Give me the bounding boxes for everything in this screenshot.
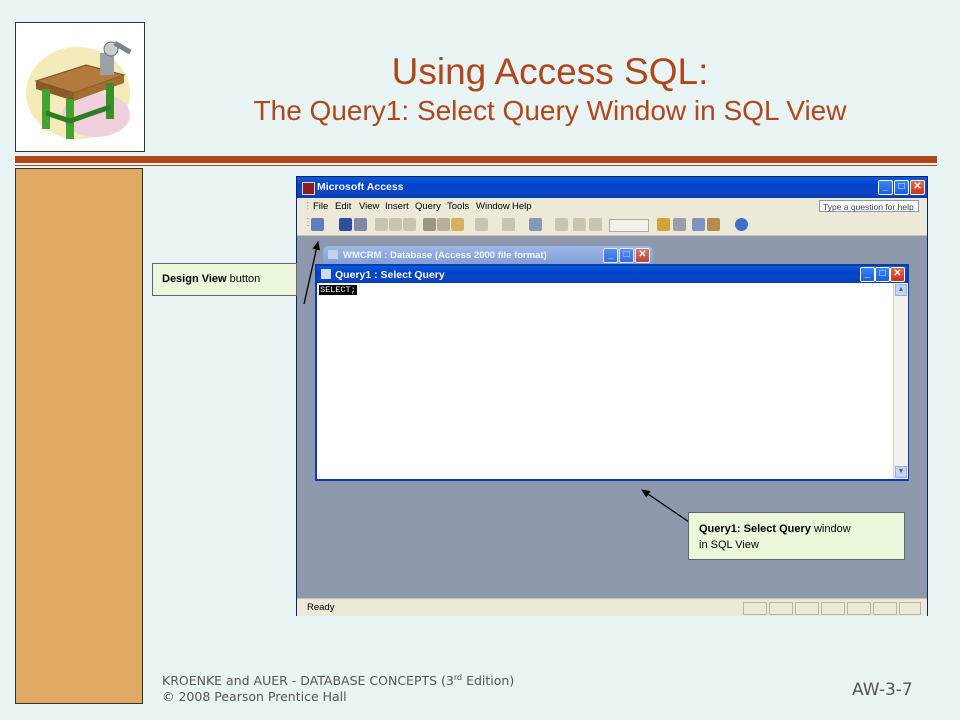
status-panel <box>899 602 921 615</box>
footer-edition: Edition) <box>462 673 515 689</box>
copy-icon[interactable] <box>437 218 450 231</box>
callout-query-line2: in SQL View <box>699 539 759 551</box>
query-title-bar[interactable]: Query1 : Select Query _ □ ✕ <box>317 266 907 283</box>
callout-query-rest: window <box>810 523 851 535</box>
page-number: AW-3-7 <box>852 680 913 700</box>
menu-help[interactable]: Help <box>512 201 532 212</box>
database-icon <box>328 250 338 259</box>
footer-copyright: © 2008 Pearson Prentice Hall <box>162 689 347 705</box>
build-icon[interactable] <box>673 218 686 231</box>
query-window-callout: Query1: Select Query window in SQL View <box>688 512 905 560</box>
footer-citation: KROENKE and AUER - DATABASE CONCEPTS (3r… <box>162 670 514 705</box>
maximize-button[interactable]: □ <box>894 180 909 195</box>
minimize-button[interactable]: _ <box>878 180 893 195</box>
properties-icon[interactable] <box>657 218 670 231</box>
scroll-up-icon[interactable]: ▲ <box>895 284 907 296</box>
sql-editor[interactable]: SELECT; <box>317 283 892 479</box>
query-type-icon[interactable] <box>529 218 542 231</box>
status-bar: Ready <box>297 598 927 616</box>
query-window: Query1 : Select Query _ □ ✕ SELECT; ▲ ▼ <box>315 264 909 481</box>
title-main: Using Access SQL: <box>391 51 709 92</box>
footer-authors: KROENKE and AUER - DATABASE CONCEPTS (3 <box>162 673 454 689</box>
callout-design-rest: button <box>226 273 261 285</box>
grip-icon: ⋮ <box>303 201 313 212</box>
top-values-select[interactable] <box>609 219 649 232</box>
status-text: Ready <box>307 602 335 613</box>
database-window-titlebar[interactable]: WMCRM : Database (Access 2000 file forma… <box>323 246 653 264</box>
query-maximize-button[interactable]: □ <box>875 267 890 282</box>
status-panel <box>769 602 793 615</box>
query-window-title: Query1 : Select Query <box>335 269 445 281</box>
menu-query[interactable]: Query <box>415 201 441 212</box>
callout-query-bold: Query1: Select Query <box>699 523 811 535</box>
new-object-icon[interactable] <box>707 218 720 231</box>
db-minimize-button[interactable]: _ <box>603 248 618 263</box>
footer-edition-sup: rd <box>453 673 463 682</box>
sql-text: SELECT; <box>319 285 357 295</box>
scroll-down-icon[interactable]: ▼ <box>895 466 907 478</box>
menu-file[interactable]: File <box>313 201 329 212</box>
toolbar: ⋮ <box>297 215 927 236</box>
db-maximize-button[interactable]: □ <box>619 248 634 263</box>
callout-design-bold: Design View <box>162 273 227 285</box>
close-button[interactable]: ✕ <box>910 180 925 195</box>
database-window-icon[interactable] <box>692 218 705 231</box>
status-panel <box>873 602 897 615</box>
menu-window[interactable]: Window <box>476 201 510 212</box>
status-panel <box>795 602 819 615</box>
database-window-title: WMCRM : Database (Access 2000 file forma… <box>343 250 547 261</box>
print-icon[interactable] <box>375 218 388 231</box>
query-icon <box>321 269 331 279</box>
db-close-button[interactable]: ✕ <box>635 248 650 263</box>
design-view-callout: Design View button <box>152 263 297 296</box>
access-app-icon <box>302 182 315 195</box>
help-search-input[interactable]: Type a question for help <box>819 200 919 212</box>
undo-icon[interactable] <box>475 218 488 231</box>
save-icon[interactable] <box>339 218 352 231</box>
query-minimize-button[interactable]: _ <box>860 267 875 282</box>
design-view-icon[interactable] <box>311 218 324 231</box>
slide-logo <box>15 22 145 152</box>
query-window-arrow <box>640 489 693 525</box>
menu-tools[interactable]: Tools <box>447 201 470 212</box>
menu-bar: ⋮ File Edit View Insert Query Tools Wind… <box>297 198 927 215</box>
run-icon[interactable] <box>555 218 568 231</box>
menu-insert[interactable]: Insert <box>385 201 409 212</box>
slide-title: Using Access SQL: The Query1: Select Que… <box>150 50 950 128</box>
app-title-bar[interactable]: Microsoft Access _ □ ✕ <box>297 177 927 198</box>
workbench-logo-icon <box>26 41 132 139</box>
title-subtitle: The Query1: Select Query Window in SQL V… <box>253 95 847 126</box>
status-panel <box>821 602 845 615</box>
design-view-arrow <box>303 240 321 305</box>
menu-edit[interactable]: Edit <box>335 201 352 212</box>
paste-icon[interactable] <box>451 218 464 231</box>
query-close-button[interactable]: ✕ <box>890 267 905 282</box>
title-divider <box>15 156 937 163</box>
toolbar-grip-icon: ⋮ <box>303 217 313 228</box>
search-icon[interactable] <box>354 218 367 231</box>
sidebar-panel <box>15 168 143 704</box>
status-panel <box>847 602 871 615</box>
cut-icon[interactable] <box>423 218 436 231</box>
menu-view[interactable]: View <box>359 201 380 212</box>
spelling-icon[interactable] <box>403 218 416 231</box>
redo-icon[interactable] <box>502 218 515 231</box>
vertical-scrollbar[interactable]: ▲ ▼ <box>893 283 908 479</box>
totals-icon[interactable] <box>589 218 602 231</box>
title-divider-thin <box>15 165 937 166</box>
show-table-icon[interactable] <box>573 218 586 231</box>
app-title: Microsoft Access <box>317 181 404 193</box>
status-panel <box>743 602 767 615</box>
print-preview-icon[interactable] <box>389 218 402 231</box>
help-icon[interactable] <box>735 218 748 231</box>
